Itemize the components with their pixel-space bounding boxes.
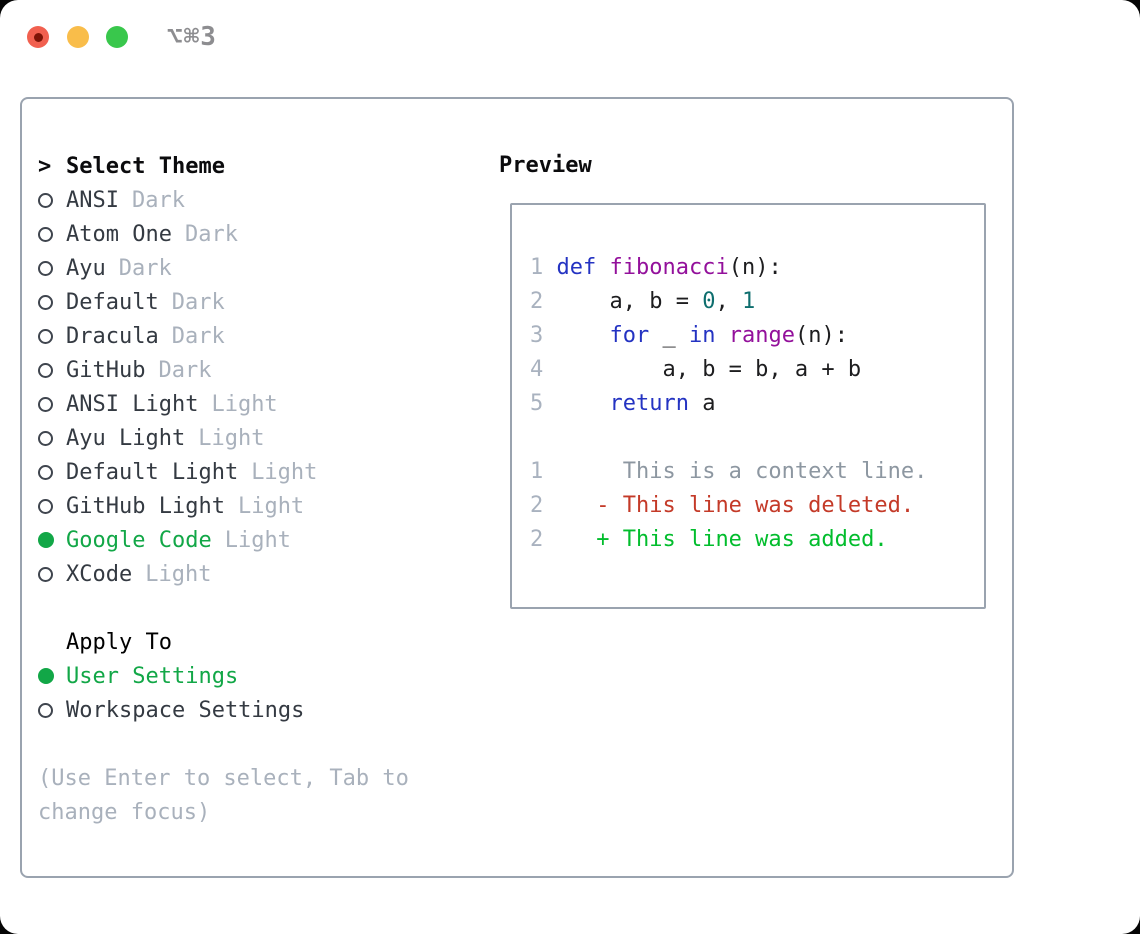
apply-option-label: User Settings — [66, 663, 239, 689]
theme-item[interactable]: GitHub Light Light — [38, 489, 317, 523]
theme-name: XCode — [66, 561, 133, 587]
theme-variant-tag: Dark — [158, 357, 212, 383]
radio-icon — [38, 566, 53, 582]
theme-variant-tag: Light — [211, 391, 278, 417]
theme-name: Dracula — [66, 323, 159, 349]
theme-item[interactable]: Ayu Dark — [38, 251, 317, 285]
preview-lines: 1 def fibonacci(n): 2 a, b = 0, 1 3 for _ … — [530, 251, 927, 557]
theme-name: ANSI — [66, 187, 119, 213]
close-button-dot-icon — [33, 32, 43, 42]
radio-icon — [38, 464, 53, 480]
theme-variant-tag: Light — [237, 493, 305, 519]
theme-variant-tag: Light — [198, 425, 265, 451]
apply-to-title: Apply To — [66, 629, 172, 655]
minimize-button[interactable] — [67, 26, 89, 48]
theme-variant-tag: Light — [251, 459, 318, 485]
close-button[interactable] — [27, 26, 49, 48]
radio-icon — [38, 260, 53, 276]
theme-item[interactable]: GitHub Dark — [38, 353, 317, 387]
radio-icon — [38, 498, 53, 514]
theme-variant-tag: Dark — [118, 255, 172, 281]
radio-selected-icon — [38, 532, 54, 548]
theme-name: Default — [66, 289, 159, 315]
keyboard-shortcut-label: ⌥⌘3 — [167, 22, 217, 52]
preview-code-line: 4 a, b = b, a + b — [530, 357, 862, 382]
theme-item[interactable]: Ayu Light Light — [38, 421, 317, 455]
preview-code-line: 2 a, b = 0, 1 — [530, 289, 756, 314]
radio-icon — [38, 328, 53, 344]
theme-name: GitHub Light — [66, 493, 225, 519]
theme-variant-tag: Light — [145, 561, 212, 587]
theme-item[interactable]: Google Code Light — [38, 523, 317, 557]
theme-item[interactable]: XCode Light — [38, 557, 317, 591]
radio-icon — [38, 192, 53, 208]
radio-selected-icon — [38, 668, 54, 684]
theme-item[interactable]: Default Dark — [38, 285, 317, 319]
radio-icon — [38, 294, 53, 310]
preview-title: Preview — [499, 153, 592, 178]
hint-text: (Use Enter to select, Tab to change focu… — [38, 761, 409, 829]
radio-icon — [38, 396, 53, 412]
theme-name: ANSI Light — [66, 391, 199, 417]
preview-code-line: 5 return a — [530, 391, 716, 416]
theme-name: Ayu — [66, 255, 106, 281]
theme-variant-tag: Dark — [131, 187, 185, 213]
theme-name: GitHub — [66, 357, 146, 383]
theme-variant-tag: Dark — [184, 221, 238, 247]
radio-icon — [38, 702, 53, 718]
preview-code-line: 1 def fibonacci(n): — [530, 255, 782, 280]
theme-name: Ayu Light — [66, 425, 186, 451]
radio-icon — [38, 430, 53, 446]
preview-context-line: 1 This is a context line. — [530, 459, 928, 484]
radio-icon — [38, 226, 53, 242]
theme-name: Atom One — [66, 221, 172, 247]
preview-deleted-line: 2 - This line was deleted. — [530, 493, 915, 518]
theme-item[interactable]: ANSI Dark — [38, 183, 317, 217]
apply-option[interactable]: User Settings — [38, 659, 304, 693]
selection-prompt-icon: > — [38, 153, 52, 179]
apply-option-label: Workspace Settings — [66, 697, 305, 723]
theme-variant-tag: Dark — [171, 289, 225, 315]
preview-code-line: 3 for _ in range(n): — [530, 323, 848, 348]
apply-option[interactable]: Workspace Settings — [38, 693, 304, 727]
theme-item[interactable]: Atom One Dark — [38, 217, 317, 251]
maximize-button[interactable] — [106, 26, 128, 48]
theme-variant-tag: Light — [224, 527, 291, 553]
hint-line: (Use Enter to select, Tab to — [38, 765, 409, 791]
theme-variant-tag: Dark — [171, 323, 225, 349]
theme-name: Default Light — [66, 459, 239, 485]
preview-blank-line — [530, 421, 927, 455]
theme-list-header: > Select Theme — [38, 149, 317, 183]
radio-icon — [38, 362, 53, 378]
preview-box: 1 def fibonacci(n): 2 a, b = 0, 1 3 for _ … — [510, 203, 986, 609]
hint-line: change focus) — [38, 799, 211, 825]
apply-to-header: Apply To — [38, 625, 304, 659]
theme-item[interactable]: Default Light Light — [38, 455, 317, 489]
preview-added-line: 2 + This line was added. — [530, 527, 888, 552]
theme-name: Google Code — [66, 527, 212, 553]
theme-list-title: Select Theme — [66, 153, 225, 179]
theme-item[interactable]: Dracula Dark — [38, 319, 317, 353]
theme-item[interactable]: ANSI Light Light — [38, 387, 317, 421]
